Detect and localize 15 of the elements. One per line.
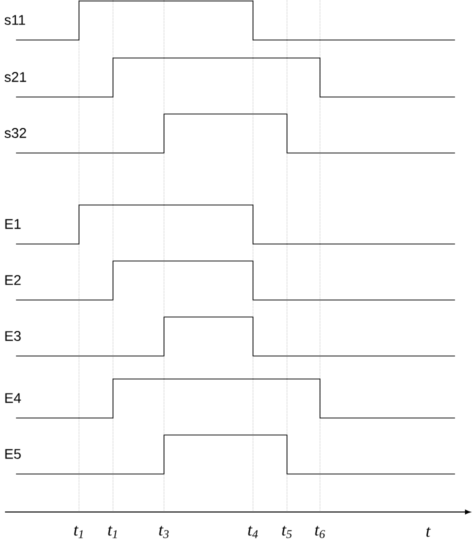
signal-label: E2 <box>5 275 21 285</box>
signal-label: s21 <box>4 72 26 82</box>
time-label: t$_{4}$ <box>248 526 258 538</box>
time-label: t$_{6}$ <box>315 526 326 538</box>
signal-label: E4 <box>5 393 21 403</box>
time-label: t$_{1}$ <box>108 526 117 538</box>
time-label: t$_{5}$ <box>282 526 292 538</box>
time-label: t <box>426 527 431 537</box>
signal-label: E1 <box>5 219 21 229</box>
signal-label: s11 <box>4 15 26 25</box>
time-label: t$_{3}$ <box>159 526 169 538</box>
signal-label: s32 <box>4 128 26 138</box>
signal-label: E3 <box>5 331 21 341</box>
time-label: t$_{1}$ <box>74 526 83 538</box>
signal-label: E5 <box>5 449 21 459</box>
